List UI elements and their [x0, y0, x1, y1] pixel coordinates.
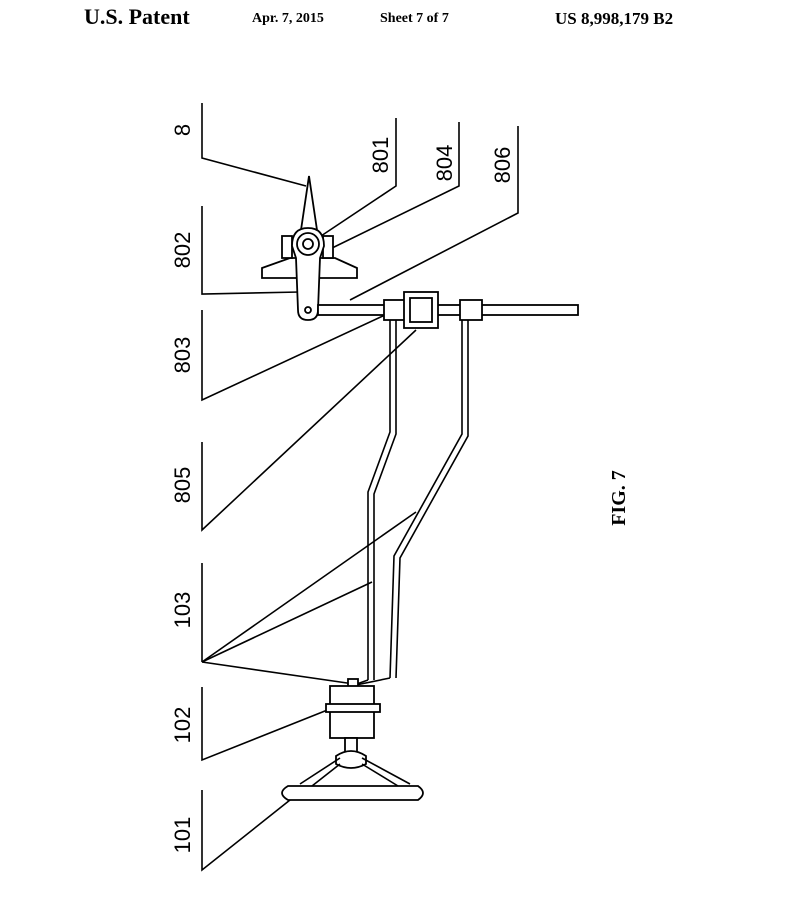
ref-label-802: 802 — [170, 232, 195, 269]
header-patent-title: U.S. Patent — [84, 4, 190, 29]
base-plate — [281, 785, 424, 801]
figure-caption: FIG. 7 — [608, 470, 630, 526]
shaft-collar-left — [383, 299, 407, 321]
leader-801 — [317, 118, 397, 239]
leader-lines — [201, 103, 519, 872]
ref-label-8: 8 — [170, 124, 195, 136]
leader-805 — [201, 329, 417, 532]
tubes — [353, 320, 469, 686]
ref-label-102: 102 — [170, 707, 195, 744]
motor-flange — [325, 703, 381, 713]
header-date: Apr. 7, 2015 — [252, 11, 324, 26]
ref-label-804: 804 — [432, 145, 457, 182]
base-assembly — [281, 757, 424, 801]
shaft-collar-right — [459, 299, 483, 321]
leader-102 — [201, 687, 341, 762]
tube-joint-b — [355, 677, 391, 686]
leader-103-c — [201, 661, 355, 685]
ref-label-806: 806 — [490, 147, 515, 184]
crank-pin — [304, 306, 312, 314]
tube-1-a — [367, 320, 391, 680]
motor-assembly — [325, 678, 381, 769]
leader-806 — [349, 126, 519, 301]
coupler-box-inner — [409, 297, 433, 323]
tube-2-a — [389, 320, 463, 679]
motor-hub — [335, 750, 367, 769]
leader-101 — [201, 790, 291, 872]
ref-label-101: 101 — [170, 817, 195, 854]
head-assembly — [261, 175, 358, 321]
ref-label-801: 801 — [368, 137, 393, 174]
header-sheet: Sheet 7 of 7 — [380, 11, 449, 26]
leader-803 — [201, 307, 401, 402]
leader-804 — [327, 122, 460, 251]
pivot-inner — [302, 238, 314, 250]
leader-8 — [201, 103, 307, 187]
bracket-left — [281, 235, 293, 259]
drive-shaft — [317, 291, 579, 329]
ref-label-805: 805 — [170, 467, 195, 504]
tube-2-b — [395, 320, 469, 679]
base-strut-right — [361, 757, 411, 785]
ref-label-103: 103 — [170, 592, 195, 629]
leader-103-a — [201, 511, 417, 663]
base-strut-right-b — [361, 763, 399, 787]
ref-label-803: 803 — [170, 337, 195, 374]
blade-tip — [299, 175, 319, 231]
leader-103-b — [201, 581, 373, 663]
base-strut-left — [299, 757, 341, 785]
leader-802 — [201, 206, 301, 295]
shaft-rod — [317, 304, 579, 316]
header-patent-number: US 8,998,179 B2 — [555, 9, 674, 28]
base-strut-left-b — [311, 763, 341, 787]
tube-1-b — [373, 320, 397, 680]
